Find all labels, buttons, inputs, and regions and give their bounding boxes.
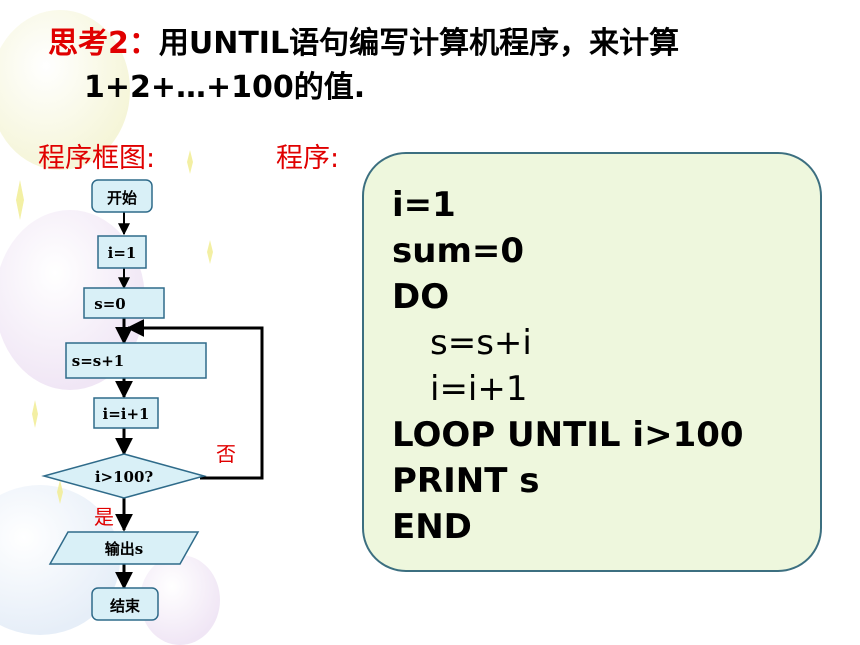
sparkle-decoration	[16, 180, 24, 220]
balloon-decoration	[140, 555, 220, 645]
program-panel	[362, 152, 822, 572]
sparkle-decoration	[207, 240, 213, 264]
question-text-line1: 用UNTIL语句编写计算机程序，来计算	[158, 26, 680, 61]
program-code: i=1 sum=0 DO s=s+i i=i+1 LOOP UNTIL i>10…	[392, 182, 744, 550]
question-text-line2: 1+2+…+100的值.	[84, 70, 366, 105]
start-node	[91, 179, 153, 213]
output-box	[48, 531, 200, 565]
loop-back-connector	[126, 319, 264, 480]
code-line: PRINT s	[392, 461, 540, 501]
init-s-box	[83, 287, 165, 319]
end-node-label: 结束	[110, 597, 141, 615]
question-number: 思考2：	[48, 26, 159, 61]
sparkle-decoration	[57, 480, 63, 504]
program-label: 程序:	[276, 143, 340, 174]
init-i-label: i=1	[108, 244, 137, 262]
sparkle-decoration	[32, 400, 38, 428]
increment-label: i=i+1	[103, 405, 150, 423]
branch-no-label: 否	[216, 442, 236, 466]
condition-diamond	[41, 453, 207, 499]
code-line: LOOP UNTIL i>100	[392, 415, 744, 455]
end-node	[91, 587, 159, 621]
code-line: i=i+1	[430, 369, 528, 409]
init-s-label: s=0	[94, 295, 125, 313]
sparkle-decoration	[187, 150, 193, 174]
start-node-label: 开始	[107, 189, 137, 207]
code-line: s=s+i	[430, 323, 532, 363]
condition-label: i>100?	[95, 468, 154, 486]
code-line: DO	[392, 277, 450, 317]
code-line: END	[392, 507, 472, 547]
code-line: sum=0	[392, 231, 525, 271]
output-label: 输出s	[105, 540, 143, 558]
accumulate-box	[65, 342, 207, 379]
increment-box	[93, 397, 159, 429]
branch-yes-label: 是	[94, 505, 114, 529]
init-i-box	[97, 235, 147, 269]
question-title: 思考2：用UNTIL语句编写计算机程序，来计算 1+2+…+100的值.	[48, 22, 828, 110]
accumulate-label: s=s+1	[72, 352, 124, 370]
balloon-decoration	[0, 10, 130, 170]
flowchart-label: 程序框图:	[38, 143, 156, 174]
code-line: i=1	[392, 185, 456, 225]
